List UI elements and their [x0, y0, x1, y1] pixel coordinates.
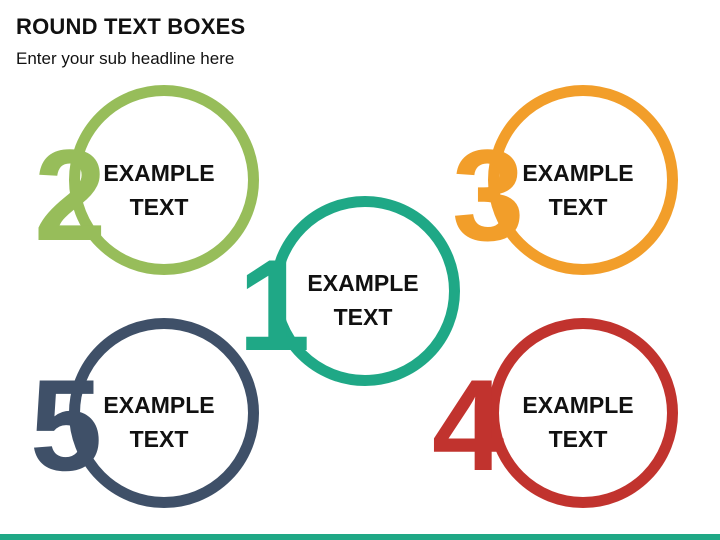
label-5-line1: EXAMPLE [103, 392, 215, 418]
label-1: EXAMPLE TEXT [288, 266, 438, 334]
ring-5 [69, 318, 259, 508]
ring-1 [270, 196, 460, 386]
label-3-line1: EXAMPLE [522, 160, 634, 186]
page-subtitle: Enter your sub headline here [16, 49, 235, 68]
number-1: 1 [238, 232, 311, 378]
ring-3 [488, 85, 678, 275]
label-5: EXAMPLE TEXT [84, 388, 234, 456]
label-3: EXAMPLE TEXT [503, 156, 653, 224]
number-3: 3 [452, 122, 525, 268]
number-2: 2 [34, 122, 107, 268]
page-title: ROUND TEXT BOXES [16, 14, 246, 39]
label-3-line2: TEXT [548, 194, 608, 220]
label-1-line1: EXAMPLE [307, 270, 419, 296]
label-2-line2: TEXT [129, 194, 189, 220]
ring-2 [69, 85, 259, 275]
bottom-accent-bar [0, 534, 720, 540]
number-4: 4 [432, 352, 505, 498]
ring-4 [488, 318, 678, 508]
label-2-line1: EXAMPLE [103, 160, 215, 186]
label-4-line1: EXAMPLE [522, 392, 634, 418]
label-1-line2: TEXT [333, 304, 393, 330]
label-4-line2: TEXT [548, 426, 608, 452]
number-5: 5 [30, 352, 103, 498]
label-4: EXAMPLE TEXT [503, 388, 653, 456]
label-5-line2: TEXT [129, 426, 189, 452]
label-2: EXAMPLE TEXT [84, 156, 234, 224]
